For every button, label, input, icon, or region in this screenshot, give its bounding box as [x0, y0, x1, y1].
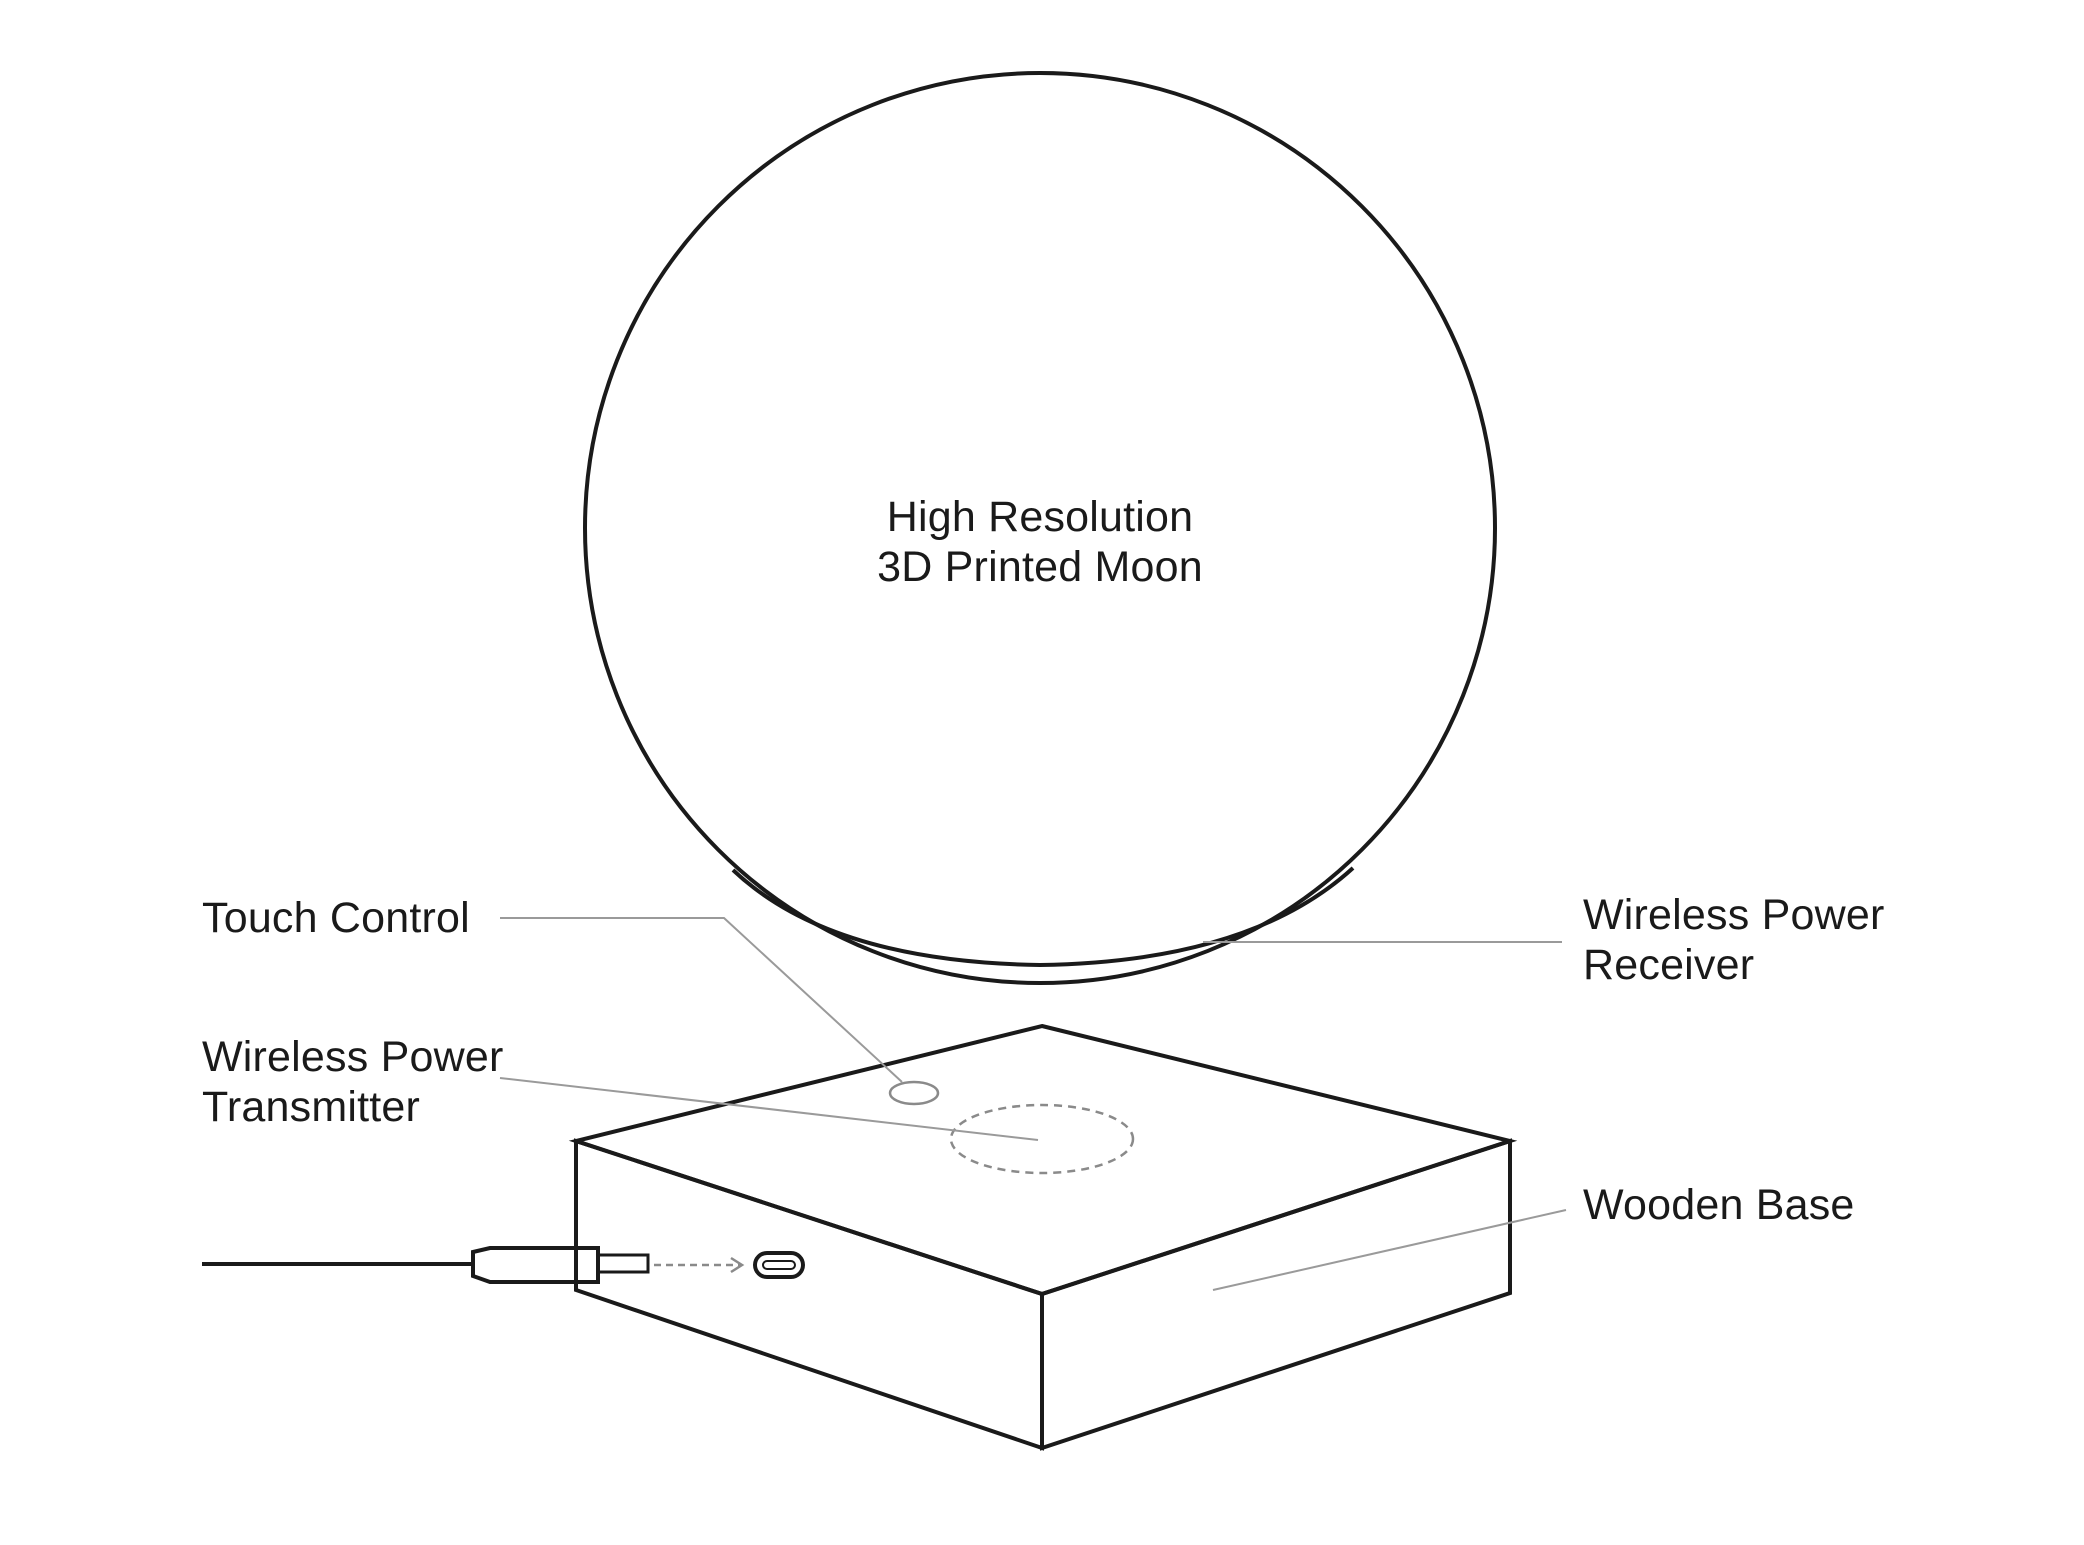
- touch-control-label-line-1: Touch Control: [202, 894, 470, 942]
- base-left-face: [574, 1138, 1044, 1451]
- cable-plug-tip: [596, 1253, 650, 1274]
- leader-touch-control: [500, 917, 903, 1083]
- usb-c-port: [753, 1251, 805, 1279]
- wooden-base-label: Wooden Base: [1583, 1180, 1855, 1230]
- moon-label-line-2: 3D Printed Moon: [877, 543, 1203, 591]
- transmitter-label-line-2: Transmitter: [202, 1083, 421, 1131]
- moon-label-line-1: High Resolution: [886, 493, 1194, 541]
- receiver-label-line-2: Receiver: [1583, 941, 1755, 989]
- leader-wooden-base: [1212, 1209, 1567, 1291]
- touch-control-label: Touch Control: [202, 893, 470, 943]
- leader-transmitter: [499, 1077, 1039, 1141]
- receiver-label-line-1: Wireless Power: [1583, 891, 1885, 939]
- wireless-power-receiver-label: Wireless Power Receiver: [1583, 890, 1884, 990]
- leader-lines: [499, 917, 1567, 1291]
- moon-label: High Resolution 3D Printed Moon: [840, 492, 1240, 592]
- charging-coil-dashed: [949, 1103, 1135, 1175]
- wooden-base-box: [568, 1023, 1518, 1451]
- usb-cable: [202, 1246, 650, 1284]
- wireless-power-transmitter-label: Wireless Power Transmitter: [202, 1032, 503, 1132]
- moon-sphere: [583, 71, 1497, 985]
- transmitter-label-line-1: Wireless Power: [202, 1033, 504, 1081]
- wooden-base-label-line-1: Wooden Base: [1583, 1181, 1855, 1229]
- moon-bottom-rim: [731, 866, 1355, 968]
- cable-plug-body: [471, 1246, 600, 1284]
- insert-arrow: [654, 1256, 745, 1274]
- touch-sensor-circle: [888, 1080, 940, 1106]
- moon-outline: [583, 71, 1497, 985]
- base-right-face: [1040, 1138, 1512, 1451]
